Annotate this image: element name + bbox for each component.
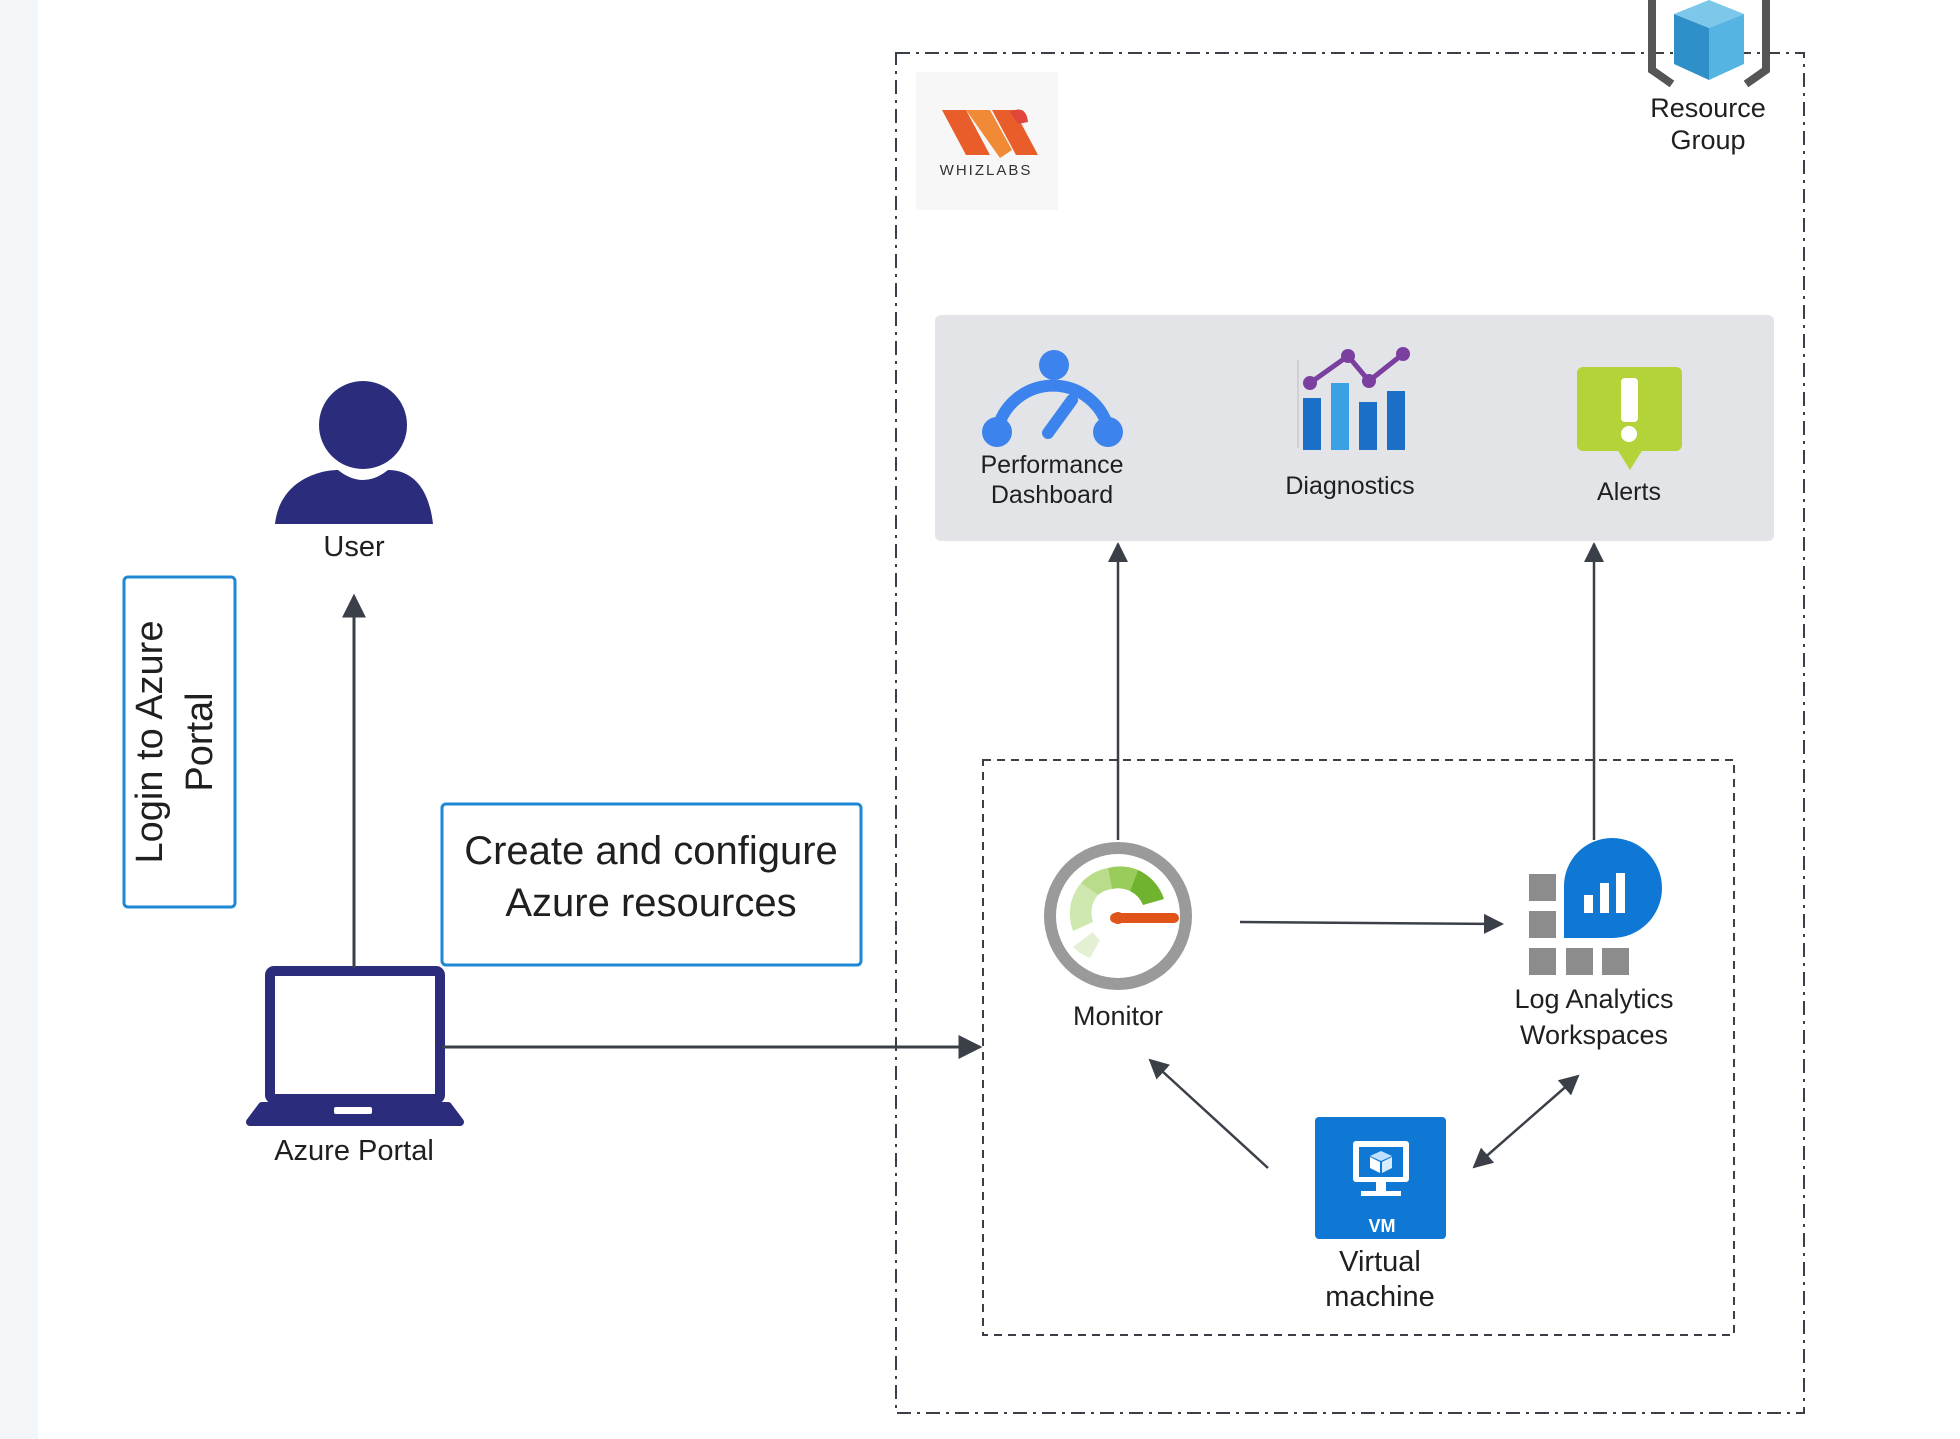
create-configure-box xyxy=(440,802,863,967)
alert-icon xyxy=(1577,367,1682,470)
login-step-line2: Portal xyxy=(179,692,221,791)
create-configure-line1: Create and configure xyxy=(464,829,838,873)
resource-group-label-line2: Group xyxy=(1670,125,1745,155)
performance-dashboard-label-line1: Performance xyxy=(980,451,1123,479)
log-analytics-label-line1: Log Analytics xyxy=(1514,984,1673,1014)
diagnostics-label: Diagnostics xyxy=(1285,472,1414,500)
user-label: User xyxy=(323,531,385,563)
performance-dashboard-label-line2: Dashboard xyxy=(991,481,1113,509)
monitor-gauge-icon xyxy=(1044,842,1192,990)
monitor-label: Monitor xyxy=(1073,1001,1163,1031)
resource-group-boundary xyxy=(895,52,1805,1414)
user-icon xyxy=(275,381,433,524)
arrow-vm-to-monitor xyxy=(1148,1058,1269,1169)
whizlabs-logo: WHIZLABS xyxy=(916,72,1058,210)
azure-portal-label: Azure Portal xyxy=(274,1135,434,1167)
laptop-icon xyxy=(246,966,464,1126)
log-analytics-label-line2: Workspaces xyxy=(1520,1020,1668,1050)
virtual-machine-label-line2: machine xyxy=(1325,1281,1435,1313)
resource-group-icon xyxy=(1648,0,1770,88)
alerts-label: Alerts xyxy=(1597,478,1661,506)
monitoring-scope-boundary xyxy=(982,759,1735,1336)
monitoring-outputs-panel xyxy=(935,315,1774,541)
login-step-line1: Login to Azure xyxy=(129,621,171,864)
diagnostics-icon xyxy=(1297,347,1410,450)
vm-badge: VM xyxy=(1369,1216,1396,1236)
arrow-vm-workspace-bidirectional xyxy=(1472,1074,1580,1169)
virtual-machine-label-line1: Virtual xyxy=(1339,1246,1421,1278)
log-analytics-icon xyxy=(1529,838,1662,975)
arrow-monitor-to-workspace xyxy=(1239,913,1504,934)
left-edge-strip xyxy=(0,0,38,1439)
resource-group-label-line1: Resource xyxy=(1650,93,1766,123)
login-step-box xyxy=(122,575,237,909)
performance-dashboard-icon xyxy=(982,350,1123,447)
virtual-machine-icon: VM xyxy=(1315,1117,1446,1239)
create-configure-line2: Azure resources xyxy=(505,881,796,925)
whizlabs-logo-text: WHIZLABS xyxy=(940,162,1033,179)
